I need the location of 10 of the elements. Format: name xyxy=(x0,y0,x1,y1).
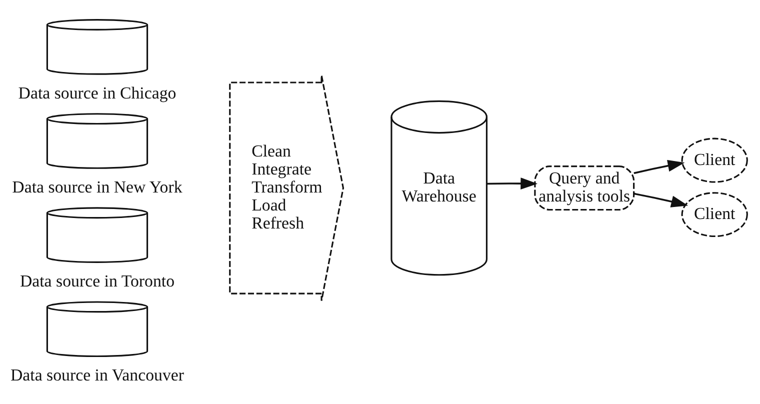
arrow xyxy=(487,177,538,189)
arrow xyxy=(634,192,688,207)
node-label: Data source in Toronto xyxy=(20,271,175,290)
node-label: Data source in New York xyxy=(12,176,182,196)
node-label: Data source in Chicago xyxy=(18,82,176,102)
node-label: Data source in Vancouver xyxy=(10,365,184,384)
node-box: Query and analysis tools xyxy=(534,165,635,210)
node-ellipse: Client xyxy=(681,192,748,237)
arrow xyxy=(634,159,685,174)
node-ellipse: Client xyxy=(681,137,748,182)
